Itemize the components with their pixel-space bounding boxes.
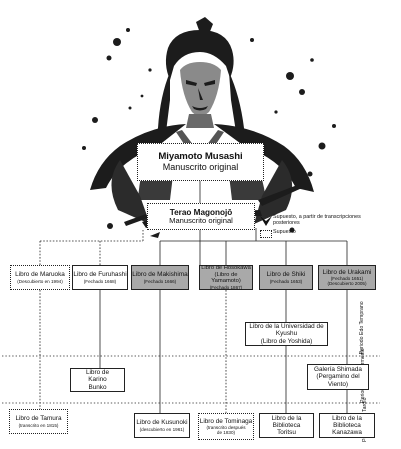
node-libro-karino-bunko: Libro de Karino Bunko bbox=[70, 368, 125, 392]
node-note: (Descubierto 2005) bbox=[327, 281, 367, 287]
node-title: Libro de Urakami bbox=[322, 268, 372, 276]
chevron-down-icon bbox=[260, 216, 272, 226]
node-note: (descubierto en 1961) bbox=[139, 426, 185, 432]
node-title: Galería Shimada bbox=[314, 366, 362, 374]
node-note: (transcrito después de 1830) bbox=[206, 424, 246, 436]
node-subtitle: (Pergamino del Viento) bbox=[316, 373, 360, 388]
node-title: Libro de Maruoka bbox=[15, 271, 65, 279]
node-title: Libro de la Universidad de Kyushu bbox=[249, 323, 324, 338]
node-subtitle: (Libro de Yoshida) bbox=[260, 337, 313, 345]
node-libro-urakami: Libro de Urakami (Fechado 1651) (Descubi… bbox=[318, 265, 376, 290]
node-note: (transcrito en 1815) bbox=[18, 422, 59, 428]
node-libro-furuhashi: Libro de Furuhashi (Fechado 1668) bbox=[72, 265, 128, 290]
node-note: (Fechado 1668) bbox=[83, 278, 117, 284]
node-subtitle: Manuscrito original bbox=[162, 162, 239, 173]
node-title: Libro de la Biblioteca Toritsu bbox=[271, 414, 302, 437]
node-subtitle: Manuscrito original bbox=[169, 215, 233, 225]
node-galeria-shimada: Galería Shimada (Pergamino del Viento) bbox=[307, 364, 369, 390]
legend-supposed-label: Supuesto, a partir de transcripciones po… bbox=[273, 214, 361, 227]
node-title: Libro de Kusunoki bbox=[136, 419, 188, 427]
node-title: Libro de Karino Bunko bbox=[85, 369, 110, 391]
node-title: Libro de Tamura bbox=[15, 415, 62, 423]
node-note: (Fechado 1651) bbox=[330, 275, 364, 281]
node-libro-biblioteca-kanazawa: Libro de la Biblioteca Kanazawa bbox=[319, 413, 375, 438]
node-libro-biblioteca-toritsu: Libro de la Biblioteca Toritsu bbox=[259, 413, 314, 438]
node-libro-shiki: Libro de Shiki (Fechado 1653) bbox=[259, 265, 313, 290]
node-note: (Descubierto en 1994) bbox=[17, 278, 63, 284]
node-libro-universidad-kyushu: Libro de la Universidad de Kyushu (Libro… bbox=[245, 322, 328, 346]
legend-assumed-label: Supuesto bbox=[273, 229, 296, 235]
node-libro-tamura: Libro de Tamura (transcrito en 1815) bbox=[9, 409, 68, 434]
node-title: Libro de Tominaga bbox=[199, 417, 253, 425]
node-title: Libro de Shiki bbox=[266, 271, 306, 279]
node-miyamoto-musashi: Miyamoto Musashi Manuscrito original bbox=[137, 143, 264, 181]
legend-assumed-swatch bbox=[260, 230, 272, 238]
node-terao-magonojo: Terao Magonojō Manuscrito original bbox=[147, 203, 255, 230]
node-title: Libro de la Biblioteca Kanazawa bbox=[332, 414, 362, 437]
node-note: (Fechado 1666) bbox=[143, 278, 177, 284]
node-libro-maruoka: Libro de Maruoka (Descubierto en 1994) bbox=[10, 265, 70, 290]
node-title: Libro de Furuhashi bbox=[73, 271, 127, 279]
node-title: Miyamoto Musashi bbox=[158, 150, 243, 162]
node-libro-kusunoki: Libro de Kusunoki (descubierto en 1961) bbox=[134, 413, 190, 438]
node-libro-tominaga: Libro de Tominaga (transcrito después de… bbox=[198, 413, 254, 440]
node-title: Libro de Hosokawa (Libro de Yamamoto) bbox=[201, 265, 251, 285]
node-libro-hosokawa: Libro de Hosokawa (Libro de Yamamoto) (F… bbox=[199, 265, 253, 290]
node-libro-makishima: Libro de Makishima (Fechado 1666) bbox=[131, 265, 189, 290]
node-note: (Fechado 1867) bbox=[209, 284, 243, 290]
node-title: Libro de Makishima bbox=[132, 271, 188, 279]
node-note: (Fechado 1653) bbox=[269, 278, 303, 284]
node-title: Terao Magonojō bbox=[169, 207, 233, 217]
